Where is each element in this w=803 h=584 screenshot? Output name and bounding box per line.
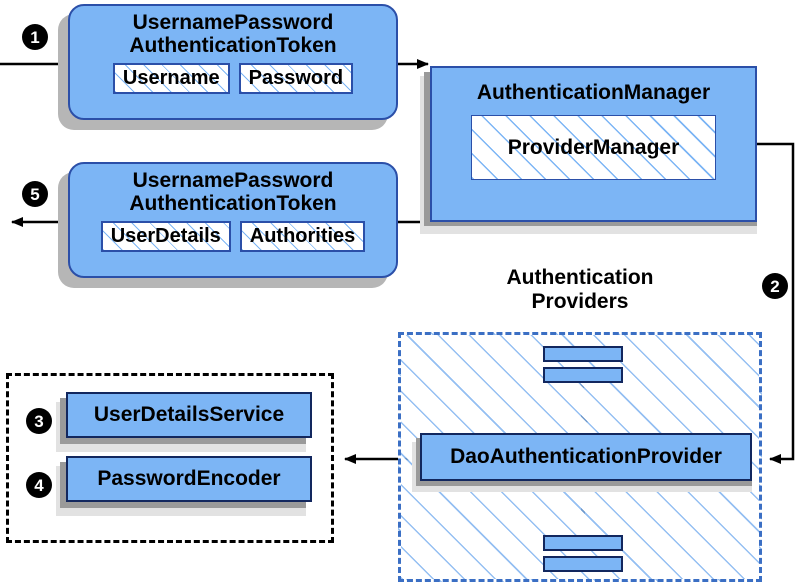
provider-bar-bottom-2 bbox=[543, 556, 623, 572]
response-token-title: UsernamePassword AuthenticationToken bbox=[129, 169, 337, 215]
provider-bar-top-2 bbox=[543, 367, 623, 383]
request-token-field-username: Username bbox=[112, 63, 230, 95]
authentication-manager-card: AuthenticationManager ProviderManager bbox=[430, 66, 757, 222]
request-token-field-password: Password bbox=[238, 63, 354, 95]
request-token-card: UsernamePassword AuthenticationToken Use… bbox=[68, 4, 398, 120]
request-token-title: UsernamePassword AuthenticationToken bbox=[129, 11, 337, 57]
dao-provider-box: DaoAuthenticationProvider bbox=[420, 433, 752, 481]
response-token-field-authorities: Authorities bbox=[239, 221, 366, 253]
providers-group-caption: Authentication Providers bbox=[506, 266, 654, 313]
step-badge-1: 1 bbox=[22, 24, 48, 50]
provider-bar-top-1 bbox=[543, 346, 623, 362]
response-token-field-userdetails: UserDetails bbox=[100, 221, 231, 253]
step-badge-4: 4 bbox=[26, 472, 52, 498]
response-token-card: UsernamePassword AuthenticationToken Use… bbox=[68, 162, 398, 278]
step-badge-2: 2 bbox=[762, 273, 788, 299]
step-badge-3: 3 bbox=[26, 408, 52, 434]
provider-manager-box: ProviderManager bbox=[471, 115, 716, 180]
userdetailsservice-box: UserDetailsService bbox=[66, 392, 312, 438]
passwordencoder-box: PasswordEncoder bbox=[66, 456, 312, 502]
response-token-fields: UserDetails Authorities bbox=[100, 221, 366, 253]
arrow-manager-to-provider bbox=[757, 142, 795, 464]
request-token-fields: Username Password bbox=[112, 63, 354, 95]
step-badge-5: 5 bbox=[22, 181, 48, 207]
authentication-manager-title: AuthenticationManager bbox=[476, 81, 711, 104]
provider-bar-bottom-1 bbox=[543, 535, 623, 551]
support-group-container bbox=[6, 373, 334, 543]
